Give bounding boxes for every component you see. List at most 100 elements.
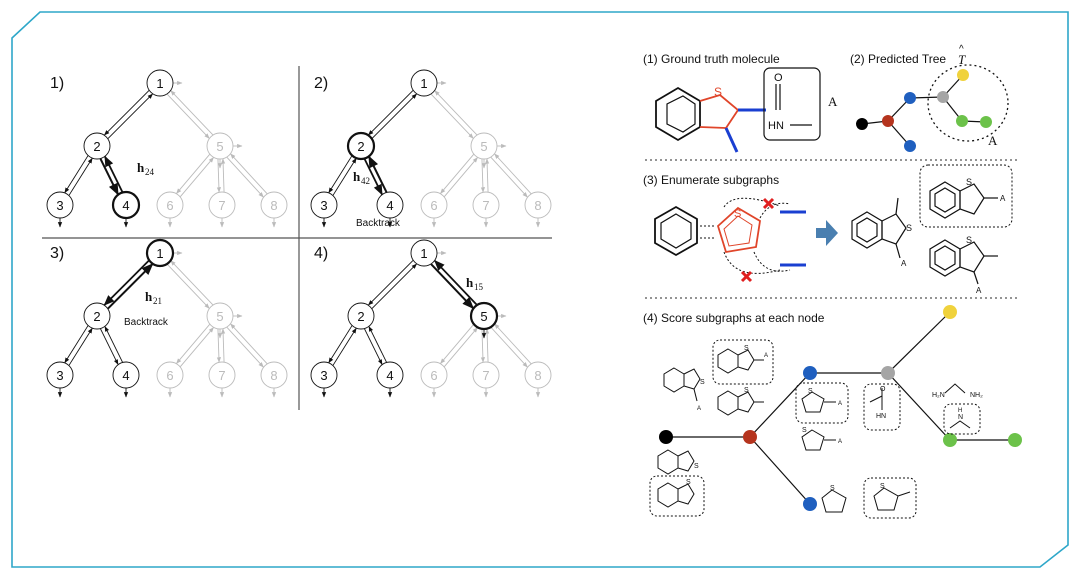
candidate-black-2-s: S	[686, 479, 691, 486]
predicted-tree: A	[856, 64, 1009, 152]
tree-edge-down	[328, 155, 353, 194]
cross-mark-top	[762, 197, 775, 210]
tree-edge-up	[443, 157, 478, 197]
tree-node	[260, 191, 288, 219]
tree-edge-down	[430, 93, 474, 139]
tree-node-label: 6	[166, 198, 173, 213]
tree-node	[410, 69, 438, 97]
candidate-blue-2c-s: S	[880, 483, 885, 490]
atom-o-label: O	[774, 72, 783, 84]
tree-node-label: 5	[216, 309, 223, 324]
edge-label: h	[466, 275, 474, 290]
tree-node-label: 1	[156, 76, 163, 91]
tree-edge-down	[328, 325, 353, 364]
tree-node	[376, 361, 404, 389]
tree-node-label: 8	[270, 368, 277, 383]
tree-node-label: 4	[122, 368, 129, 383]
tree-node-label: 3	[320, 368, 327, 383]
tree-edge-down	[430, 263, 475, 310]
tree-node	[260, 361, 288, 389]
score-node-gray	[881, 366, 895, 380]
tree-edge-down	[490, 156, 528, 198]
subgraph-result-2-s: S	[966, 177, 972, 187]
tree-edge-down	[64, 325, 89, 364]
edge-label: h	[145, 289, 153, 304]
tree-node-label: 3	[56, 368, 63, 383]
tree-node-label: 5	[216, 139, 223, 154]
tree-edge-up	[434, 90, 478, 136]
arrow-right-icon	[816, 220, 838, 246]
tree-edge-up	[107, 93, 153, 139]
tree-edge-up	[494, 153, 532, 195]
tree-edge-up	[220, 328, 226, 362]
tree-symbol-hat: ^	[959, 44, 964, 55]
tree-node	[346, 131, 376, 161]
tree-node-black	[856, 118, 868, 130]
tree-node	[46, 191, 74, 219]
tree-edge-up	[494, 323, 532, 365]
candidate-black-1-s: S	[694, 463, 699, 470]
tree-edge-down	[176, 324, 211, 364]
tree-node-label: 1	[156, 246, 163, 261]
score-node-yellow	[943, 305, 957, 319]
score-node-blue-1	[803, 366, 817, 380]
tree-edge-up	[220, 158, 226, 192]
edge-label-sub: 15	[474, 282, 484, 292]
candidate-black-2	[657, 482, 695, 508]
tree-node-label: 5	[480, 139, 487, 154]
tree-node-label: 6	[430, 368, 437, 383]
subgraph-result-3-a: A	[976, 286, 982, 295]
tree-node-label: 3	[320, 198, 327, 213]
edge-label-sub: 24	[145, 167, 155, 177]
tree-edge-down	[226, 156, 264, 198]
tree-node-green-1	[956, 115, 968, 127]
tree-node	[420, 361, 448, 389]
candidate-blue-1-s: S	[808, 388, 813, 395]
tree-node-label: 2	[357, 309, 364, 324]
candidate-blue-1	[801, 391, 836, 413]
tree-edge-down	[104, 90, 150, 136]
tree-edge-up	[484, 328, 490, 362]
tree-edge-up	[484, 158, 490, 192]
subgraph-result-1-s: S	[906, 223, 912, 233]
tree-node-label: 3	[56, 198, 63, 213]
tree-node-label: 4	[386, 368, 393, 383]
candidate-blue-2b-s: S	[830, 485, 835, 492]
tree-node-red	[882, 115, 894, 127]
candidate-red-2-a: A	[697, 406, 701, 412]
candidate-red-2	[663, 367, 701, 402]
tree-node	[310, 191, 338, 219]
edge-label-sub: 21	[153, 296, 162, 306]
edge-label-sub: 42	[361, 176, 370, 186]
tree-edge-down	[440, 154, 475, 194]
backtrack-label: Backtrack	[356, 218, 401, 229]
tree-edge-down	[480, 159, 486, 193]
tree-edge-down	[103, 259, 150, 306]
tree-node-label: 5	[480, 309, 487, 324]
step-label: 2)	[314, 75, 328, 92]
tree-node-gray	[937, 91, 949, 103]
tree-node-blue-2	[904, 140, 916, 152]
candidate-red-1-s: S	[744, 345, 749, 352]
tree-node-yellow	[957, 69, 969, 81]
tree-edge-down	[166, 93, 210, 139]
candidate-gray	[869, 388, 883, 410]
tree-node	[206, 132, 234, 160]
candidate-blue-2c	[873, 487, 911, 511]
tree-node-label: 1	[420, 246, 427, 261]
tree-edge-down	[176, 154, 211, 194]
tree-edge-down	[166, 263, 210, 309]
tree-node	[156, 191, 184, 219]
tree-edge-up	[107, 263, 154, 310]
tree-node	[83, 132, 111, 160]
tree-edge-up	[332, 327, 357, 366]
tree-edge-down	[100, 328, 119, 365]
tree-edge-down	[99, 158, 119, 196]
subgraph-result-1	[851, 197, 907, 259]
tree-edge-up	[179, 157, 214, 197]
tree-edge-up	[179, 327, 214, 367]
step-label: 3)	[50, 245, 64, 262]
candidate-blue-2-a: A	[838, 439, 842, 445]
score-node-blue-2	[803, 497, 817, 511]
